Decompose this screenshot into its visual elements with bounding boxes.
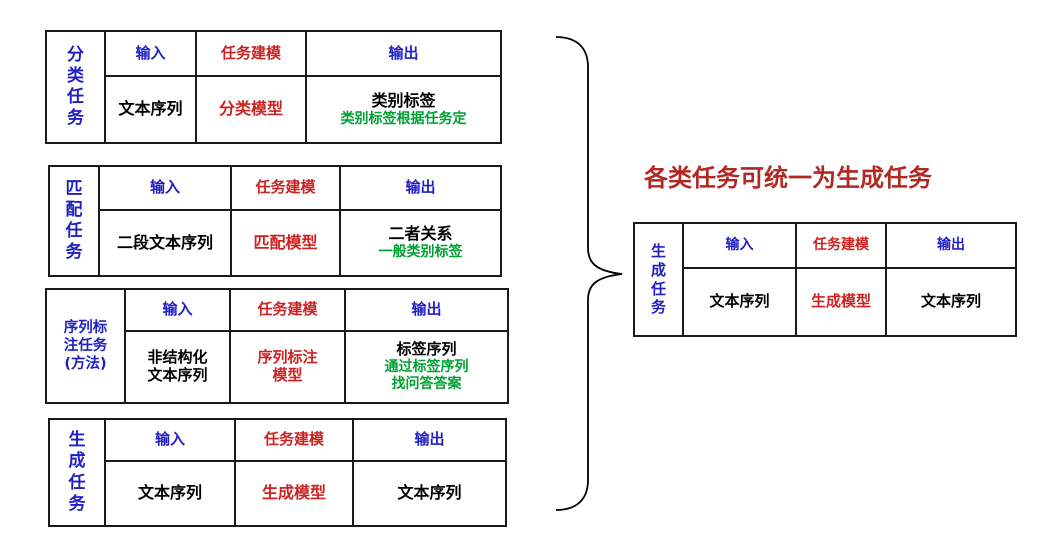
column-header-input: 输入 bbox=[104, 32, 195, 75]
task-name-label: 序列标 注任务 (方法) bbox=[63, 319, 108, 373]
column-header-modeling: 任务建模 bbox=[795, 224, 885, 267]
task-name-label: 匹 配 任 务 bbox=[65, 178, 83, 263]
modeling-value: 匹配模型 bbox=[230, 209, 339, 275]
classification-task-table: 分 类 任 务 输入 任务建模 输出 文本序列 分类模型 类别标签 类别标签根据… bbox=[45, 30, 502, 144]
generation-task-table: 生 成 任 务 输入 任务建模 输出 文本序列 生成模型 文本序列 bbox=[48, 418, 507, 527]
column-header-output: 输出 bbox=[344, 290, 507, 330]
input-value: 非结构化 文本序列 bbox=[124, 330, 229, 402]
unified-generation-task-table: 生 成 任 务 输入 任务建模 输出 文本序列 生成模型 文本序列 bbox=[633, 222, 1017, 337]
column-header-modeling: 任务建模 bbox=[230, 167, 339, 209]
output-main-value: 文本序列 bbox=[920, 292, 981, 311]
modeling-value: 序列标注 模型 bbox=[229, 330, 344, 402]
column-header-output: 输出 bbox=[305, 32, 500, 75]
output-note-text: 一般类别标签 bbox=[378, 244, 463, 261]
sequence-labeling-task-table: 序列标 注任务 (方法) 输入 任务建模 输出 非结构化 文本序列 序列标注 模… bbox=[45, 288, 509, 404]
column-header-output: 输出 bbox=[885, 224, 1015, 267]
column-header-modeling: 任务建模 bbox=[234, 420, 352, 460]
output-value: 文本序列 bbox=[352, 460, 505, 525]
column-header-input: 输入 bbox=[98, 167, 230, 209]
input-value: 文本序列 bbox=[104, 460, 234, 525]
column-header-output: 输出 bbox=[352, 420, 505, 460]
output-main-value: 二者关系 bbox=[388, 224, 453, 244]
matching-task-table: 匹 配 任 务 输入 任务建模 输出 二段文本序列 匹配模型 二者关系 一般类别… bbox=[48, 165, 502, 277]
output-value: 类别标签 类别标签根据任务定 bbox=[305, 75, 500, 142]
column-header-input: 输入 bbox=[104, 420, 234, 460]
column-header-modeling: 任务建模 bbox=[195, 32, 305, 75]
task-name-label: 分 类 任 务 bbox=[67, 44, 84, 129]
output-value: 标签序列 通过标签序列 找问答答案 bbox=[344, 330, 507, 402]
output-note-text: 通过标签序列 找问答答案 bbox=[384, 359, 469, 392]
modeling-value: 分类模型 bbox=[195, 75, 305, 142]
input-value: 文本序列 bbox=[682, 267, 795, 335]
column-header-output: 输出 bbox=[339, 167, 500, 209]
output-value: 二者关系 一般类别标签 bbox=[339, 209, 500, 275]
modeling-value: 生成模型 bbox=[234, 460, 352, 525]
input-value: 文本序列 bbox=[104, 75, 195, 142]
column-header-modeling: 任务建模 bbox=[229, 290, 344, 330]
modeling-value: 生成模型 bbox=[795, 267, 885, 335]
task-name-label: 生 成 任 务 bbox=[650, 242, 666, 317]
curly-brace bbox=[555, 36, 623, 511]
output-main-value: 文本序列 bbox=[397, 483, 462, 503]
output-main-value: 类别标签 bbox=[371, 90, 436, 110]
output-value: 文本序列 bbox=[885, 267, 1015, 335]
column-header-input: 输入 bbox=[124, 290, 229, 330]
output-main-value: 标签序列 bbox=[396, 340, 457, 359]
unified-task-title: 各类任务可统一为生成任务 bbox=[644, 164, 932, 192]
task-name-label: 生 成 任 务 bbox=[68, 430, 86, 514]
column-header-input: 输入 bbox=[682, 224, 795, 267]
input-value: 二段文本序列 bbox=[98, 209, 230, 275]
output-note-text: 类别标签根据任务定 bbox=[340, 110, 467, 127]
